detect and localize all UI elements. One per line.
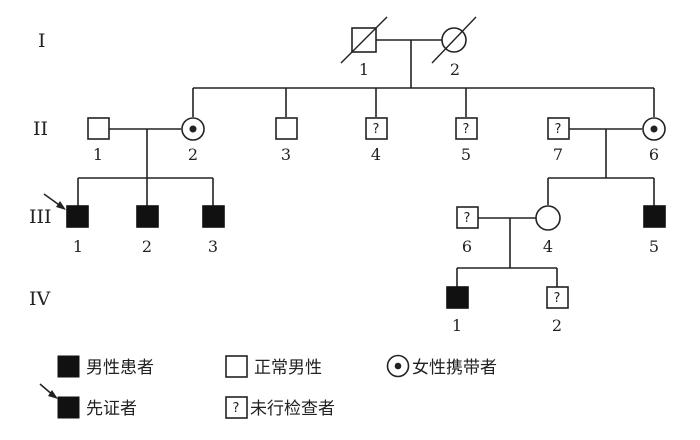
individual-number: 4 bbox=[543, 237, 553, 256]
legend-normal-male-label: 正常男性 bbox=[254, 358, 322, 378]
individual-III5-affected-male bbox=[643, 205, 666, 228]
legend-female-carrier-symbol bbox=[386, 354, 410, 378]
individual-number: 2 bbox=[450, 60, 460, 79]
individual-I1-deceased-male bbox=[340, 16, 388, 64]
legend-not-examined-label: 未行检查者 bbox=[250, 399, 335, 419]
individual-number: 2 bbox=[188, 145, 198, 164]
individual-number: 4 bbox=[371, 145, 381, 164]
svg-text:?: ? bbox=[554, 291, 561, 306]
individual-II6-carrier-female bbox=[642, 117, 666, 141]
legend-proband-arrow-icon bbox=[39, 383, 58, 399]
individual-IV2-not-examined: ? bbox=[546, 286, 569, 309]
individual-number: 3 bbox=[281, 145, 291, 164]
legend-normal-male-symbol bbox=[225, 355, 248, 378]
individual-number: 2 bbox=[552, 316, 562, 335]
individual-II3-normal-male bbox=[275, 117, 298, 140]
legend-proband-symbol bbox=[57, 396, 80, 419]
individual-number: 6 bbox=[649, 145, 659, 164]
svg-text:?: ? bbox=[463, 122, 470, 137]
individual-III6-not-examined: ? bbox=[456, 206, 479, 229]
individual-I2-deceased-female bbox=[431, 16, 477, 64]
individual-number: 7 bbox=[553, 145, 563, 164]
svg-text:?: ? bbox=[233, 401, 240, 416]
individual-III3-affected-male bbox=[202, 205, 225, 228]
generation-label-IV: IV bbox=[29, 288, 51, 310]
legend-proband-label: 先证者 bbox=[86, 399, 137, 419]
generation-label-III: III bbox=[29, 206, 52, 228]
proband-arrow-icon bbox=[43, 193, 66, 210]
individual-II5-not-examined: ? bbox=[455, 117, 478, 140]
individual-number: 6 bbox=[462, 237, 472, 256]
generation-label-I: I bbox=[38, 30, 46, 52]
individual-II1-normal-male bbox=[87, 117, 110, 140]
individual-III1-affected-male-proband bbox=[66, 205, 89, 228]
individual-II2-carrier-female bbox=[181, 117, 205, 141]
individual-number: 1 bbox=[93, 145, 103, 164]
individual-IV1-affected-male bbox=[446, 286, 469, 309]
legend-female-carrier-label: 女性携带者 bbox=[412, 358, 497, 378]
individual-number: 5 bbox=[461, 145, 471, 164]
svg-text:?: ? bbox=[464, 211, 471, 226]
individual-III4-normal-female bbox=[535, 205, 561, 231]
individual-number: 1 bbox=[452, 316, 462, 335]
legend-affected-male-symbol bbox=[57, 355, 80, 378]
individual-II4-not-examined: ? bbox=[365, 117, 388, 140]
generation-label-II: II bbox=[33, 118, 48, 140]
svg-text:?: ? bbox=[555, 122, 562, 137]
individual-III2-affected-male bbox=[136, 205, 159, 228]
svg-text:?: ? bbox=[373, 122, 380, 137]
individual-number: 3 bbox=[208, 237, 218, 256]
individual-II7-not-examined: ? bbox=[547, 117, 570, 140]
legend-affected-male-label: 男性患者 bbox=[86, 358, 154, 378]
legend-not-examined-symbol: ? bbox=[225, 396, 248, 419]
legend: 男性患者 正常男性 女性携带者 先证者 ? 未行检查者 bbox=[39, 354, 497, 419]
individual-number: 1 bbox=[73, 237, 83, 256]
individual-number: 5 bbox=[649, 237, 659, 256]
individual-number: 2 bbox=[142, 237, 152, 256]
individual-number: 1 bbox=[359, 60, 369, 79]
